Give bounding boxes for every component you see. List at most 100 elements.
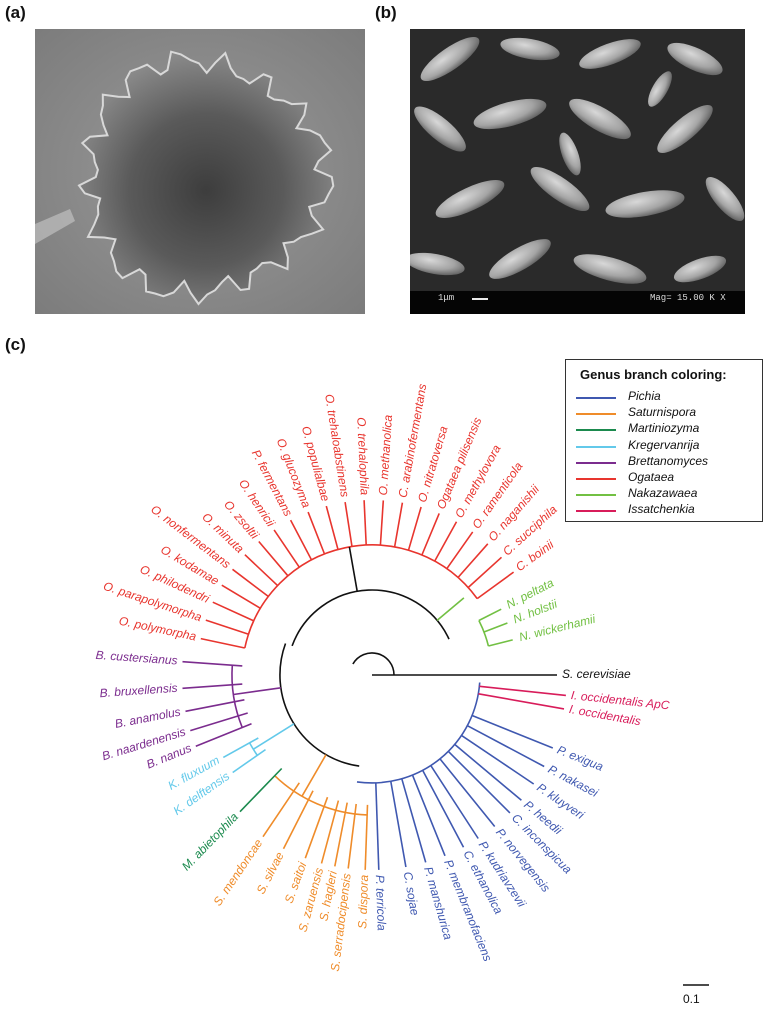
tree-branch bbox=[232, 568, 269, 598]
yeast-cell bbox=[500, 37, 560, 61]
sem-mag-text: Mag= 15.00 K X bbox=[650, 293, 726, 303]
tree-branch bbox=[334, 802, 348, 867]
tree-arc bbox=[274, 775, 368, 816]
tree-branch bbox=[457, 543, 489, 579]
tree-branch bbox=[239, 767, 283, 813]
legend-swatch bbox=[576, 445, 616, 448]
legend-swatch bbox=[576, 413, 616, 416]
tree-branch bbox=[434, 521, 458, 562]
yeast-cell bbox=[435, 180, 505, 218]
taxon-label: O. methanolica bbox=[376, 414, 395, 496]
tree-branch bbox=[195, 722, 252, 747]
tree-branch bbox=[401, 778, 427, 863]
tree-arc bbox=[291, 589, 450, 647]
panel-label-a: (a) bbox=[5, 3, 26, 22]
tree-branch bbox=[379, 500, 385, 546]
tree-branch bbox=[430, 765, 479, 839]
yeast-cell bbox=[559, 132, 581, 176]
tree-branch bbox=[200, 637, 245, 649]
taxon-label: S. cerevisiae bbox=[562, 667, 631, 681]
tree-branch bbox=[364, 804, 369, 870]
tree-branch bbox=[488, 639, 513, 647]
tree-branch bbox=[325, 505, 339, 550]
tree-branch bbox=[347, 803, 357, 869]
tree-branch bbox=[447, 750, 511, 814]
tree-branch bbox=[446, 531, 474, 570]
tree-branch bbox=[190, 712, 248, 732]
legend-label: Issatchenkia bbox=[628, 502, 695, 517]
tree-arc bbox=[279, 643, 360, 767]
tree-branch bbox=[421, 770, 465, 848]
legend-swatch bbox=[576, 478, 616, 480]
legend-label: Nakazawaea bbox=[628, 486, 698, 501]
tree-branch bbox=[344, 501, 353, 547]
yeast-cell bbox=[605, 190, 685, 218]
sem-scale-text: 1μm bbox=[438, 293, 455, 303]
legend-label: Brettanomyces bbox=[628, 453, 709, 468]
tree-branch bbox=[439, 758, 496, 828]
yeast-cell bbox=[530, 166, 590, 212]
yeast-cell bbox=[473, 98, 547, 130]
yeast-cell bbox=[489, 239, 551, 279]
legend-label: Ogataea bbox=[628, 470, 675, 484]
tree-branch bbox=[478, 608, 502, 622]
yeast-cell bbox=[569, 98, 631, 140]
tree-branch bbox=[467, 556, 503, 589]
tree-branch bbox=[307, 511, 326, 555]
panel-label-c: (c) bbox=[5, 335, 26, 354]
tree-branch bbox=[393, 502, 404, 548]
tree-arc bbox=[244, 544, 478, 649]
taxon-label: B. bruxellensis bbox=[99, 681, 178, 700]
taxon-label: S. mendoncae bbox=[210, 836, 265, 908]
taxon-label: B. custersianus bbox=[95, 648, 178, 668]
tree-branch bbox=[320, 800, 340, 864]
yeast-cell bbox=[410, 252, 465, 276]
tree-branch bbox=[258, 540, 289, 577]
tree-branch bbox=[375, 782, 380, 870]
taxon-label: S. dispora bbox=[355, 874, 371, 929]
tree-branch bbox=[222, 737, 259, 759]
tree-branch bbox=[289, 519, 313, 561]
tree-arc bbox=[231, 665, 243, 728]
yeast-cell bbox=[579, 39, 641, 69]
tree-branch bbox=[436, 597, 465, 622]
tree-branch bbox=[232, 748, 266, 774]
legend-swatch bbox=[576, 494, 616, 497]
legend-label: Saturnispora bbox=[628, 405, 697, 420]
tree-branch bbox=[483, 622, 508, 633]
tree-branch bbox=[212, 601, 255, 622]
tree-branch bbox=[461, 734, 535, 785]
tree-branch bbox=[221, 584, 261, 609]
legend-title: Genus branch coloring: bbox=[580, 367, 727, 382]
yeast-cell bbox=[573, 254, 647, 284]
tree-branch bbox=[478, 693, 565, 710]
yeast-cell bbox=[420, 36, 480, 82]
taxon-label: B. anamolus bbox=[114, 705, 182, 731]
legend-label: Pichia bbox=[628, 389, 661, 403]
sem-micrograph: 1μm Mag= 15.00 K X bbox=[410, 29, 745, 314]
tree-branch bbox=[304, 796, 329, 859]
taxon-label: P. terricola bbox=[373, 875, 389, 932]
legend-swatch bbox=[576, 429, 616, 432]
tree-branch bbox=[182, 660, 243, 667]
taxon-label: O. trehalophila bbox=[354, 417, 372, 496]
tree-branch bbox=[411, 774, 446, 857]
tree-branch bbox=[182, 683, 243, 690]
tree-branch bbox=[185, 699, 245, 713]
tree-branch bbox=[476, 571, 515, 600]
yeast-cell bbox=[705, 176, 745, 222]
tree-branch bbox=[390, 781, 407, 868]
yeast-cell bbox=[673, 255, 727, 283]
yeast-cell bbox=[667, 42, 723, 76]
taxon-label: S. silvae bbox=[254, 849, 287, 896]
colony-micrograph bbox=[35, 29, 365, 314]
tree-branch bbox=[407, 506, 422, 551]
legend-swatch bbox=[576, 397, 616, 399]
scale-bar-label: 0.1 bbox=[683, 992, 700, 1006]
tree-arc bbox=[356, 682, 481, 784]
yeast-cell bbox=[648, 71, 672, 107]
tree-branch bbox=[252, 723, 295, 750]
legend-label: Martiniozyma bbox=[628, 421, 700, 436]
